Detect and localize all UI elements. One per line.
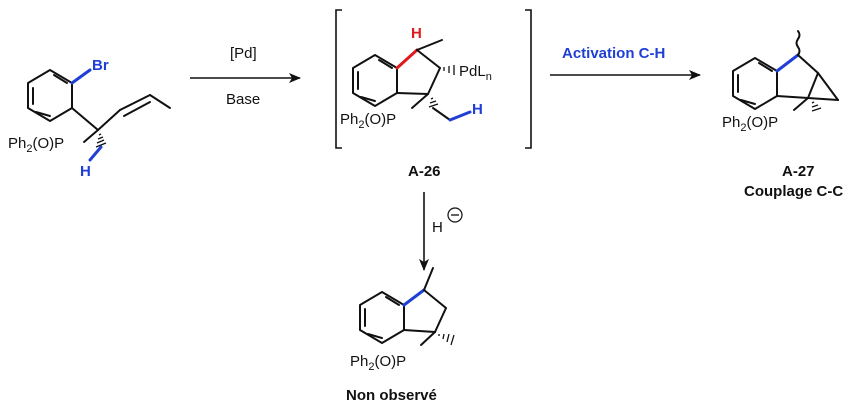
left-bracket bbox=[335, 9, 342, 149]
hashed-wedge bbox=[438, 333, 455, 346]
reactant-molecule: Br Ph2(O)P H bbox=[8, 57, 171, 180]
methyl-bond bbox=[423, 267, 434, 291]
cyclopropane-bond bbox=[817, 72, 839, 101]
reaction-arrow-1: [Pd] Base bbox=[190, 45, 301, 108]
reaction-arrow-3: H bbox=[419, 192, 463, 271]
bromine-label: Br bbox=[92, 57, 109, 74]
c-h-bond-blue bbox=[88, 145, 103, 162]
hydrogen-blue-label: H bbox=[472, 101, 483, 118]
ring-bond bbox=[427, 67, 441, 95]
intermediate-a26: PdLn H H Ph2(O)P A-26 bbox=[335, 9, 532, 180]
product-a27: Ph2(O)P A-27 Couplage C-C bbox=[722, 30, 843, 200]
hashed-wedge bbox=[428, 97, 439, 108]
alkene-double-bond bbox=[123, 101, 151, 117]
ring-bond bbox=[416, 49, 441, 69]
coupling-label: Couplage C-C bbox=[744, 183, 843, 200]
ring-bond bbox=[776, 95, 809, 99]
base-label: Base bbox=[226, 91, 260, 108]
palladium-label: PdLn bbox=[459, 63, 492, 83]
phosphine-oxide-label: Ph2(O)P bbox=[8, 135, 64, 155]
c-p-bond bbox=[83, 129, 99, 143]
reaction-arrow-2: Activation C-H bbox=[550, 45, 701, 80]
aromatic-double-bond bbox=[385, 296, 400, 306]
aromatic-double-bond bbox=[367, 333, 383, 339]
benzene-ring bbox=[27, 69, 73, 122]
ring-bond bbox=[434, 307, 447, 333]
side-product: Ph2(O)P Non observé bbox=[346, 267, 455, 404]
c-h-bond-red bbox=[395, 48, 419, 70]
c-c-bond-blue bbox=[775, 53, 800, 73]
ring-bond bbox=[423, 289, 447, 309]
aromatic-double-bond bbox=[378, 59, 393, 69]
cyclopropane-bond bbox=[807, 97, 839, 101]
methyl-bond bbox=[149, 94, 171, 109]
not-observed-label: Non observé bbox=[346, 387, 437, 404]
benzene-ring bbox=[352, 54, 398, 107]
aromatic-double-bond bbox=[360, 96, 376, 102]
alkyl-bond bbox=[97, 109, 121, 131]
aromatic-double-bond bbox=[53, 74, 68, 84]
compound-label-a27: A-27 bbox=[782, 163, 815, 180]
ring-bond bbox=[403, 329, 436, 333]
aromatic-double-bond bbox=[35, 111, 51, 117]
phosphine-oxide-label: Ph2(O)P bbox=[350, 353, 406, 373]
benzene-ring bbox=[359, 291, 405, 344]
wavy-bond bbox=[795, 30, 801, 56]
aromatic-double-bond bbox=[758, 62, 773, 72]
c-br-bond bbox=[70, 68, 92, 85]
c-h-bond-blue bbox=[448, 110, 472, 122]
hydrogen-blue-label: H bbox=[80, 163, 91, 180]
ring-bond bbox=[807, 72, 819, 99]
hashed-wedge bbox=[95, 133, 107, 148]
hashed-wedge-pd bbox=[443, 65, 455, 75]
c-p-bond bbox=[411, 93, 429, 109]
ch-activation-label: Activation C-H bbox=[562, 45, 665, 62]
right-bracket bbox=[525, 9, 532, 149]
ring-bond bbox=[396, 92, 429, 95]
aromatic-double-bond bbox=[740, 99, 756, 105]
c-c-bond-blue bbox=[402, 288, 426, 307]
hashed-wedge bbox=[811, 101, 822, 112]
ring-bond bbox=[797, 54, 819, 74]
compound-label-a26: A-26 bbox=[408, 163, 441, 180]
hydride-label: H bbox=[432, 219, 443, 236]
catalyst-label: [Pd] bbox=[230, 45, 257, 62]
benzene-ring bbox=[732, 57, 778, 110]
c-p-bond bbox=[793, 97, 809, 111]
alkene-bond bbox=[119, 94, 151, 111]
phosphine-oxide-label: Ph2(O)P bbox=[340, 111, 396, 131]
hydrogen-red-label: H bbox=[411, 25, 422, 42]
ch2-bond bbox=[432, 107, 451, 121]
ring-to-quaternary-bond bbox=[71, 107, 99, 131]
minus-charge-icon bbox=[447, 207, 463, 223]
phosphine-oxide-label: Ph2(O)P bbox=[722, 114, 778, 134]
c-p-bond bbox=[420, 331, 436, 346]
methyl-bond bbox=[416, 39, 443, 51]
